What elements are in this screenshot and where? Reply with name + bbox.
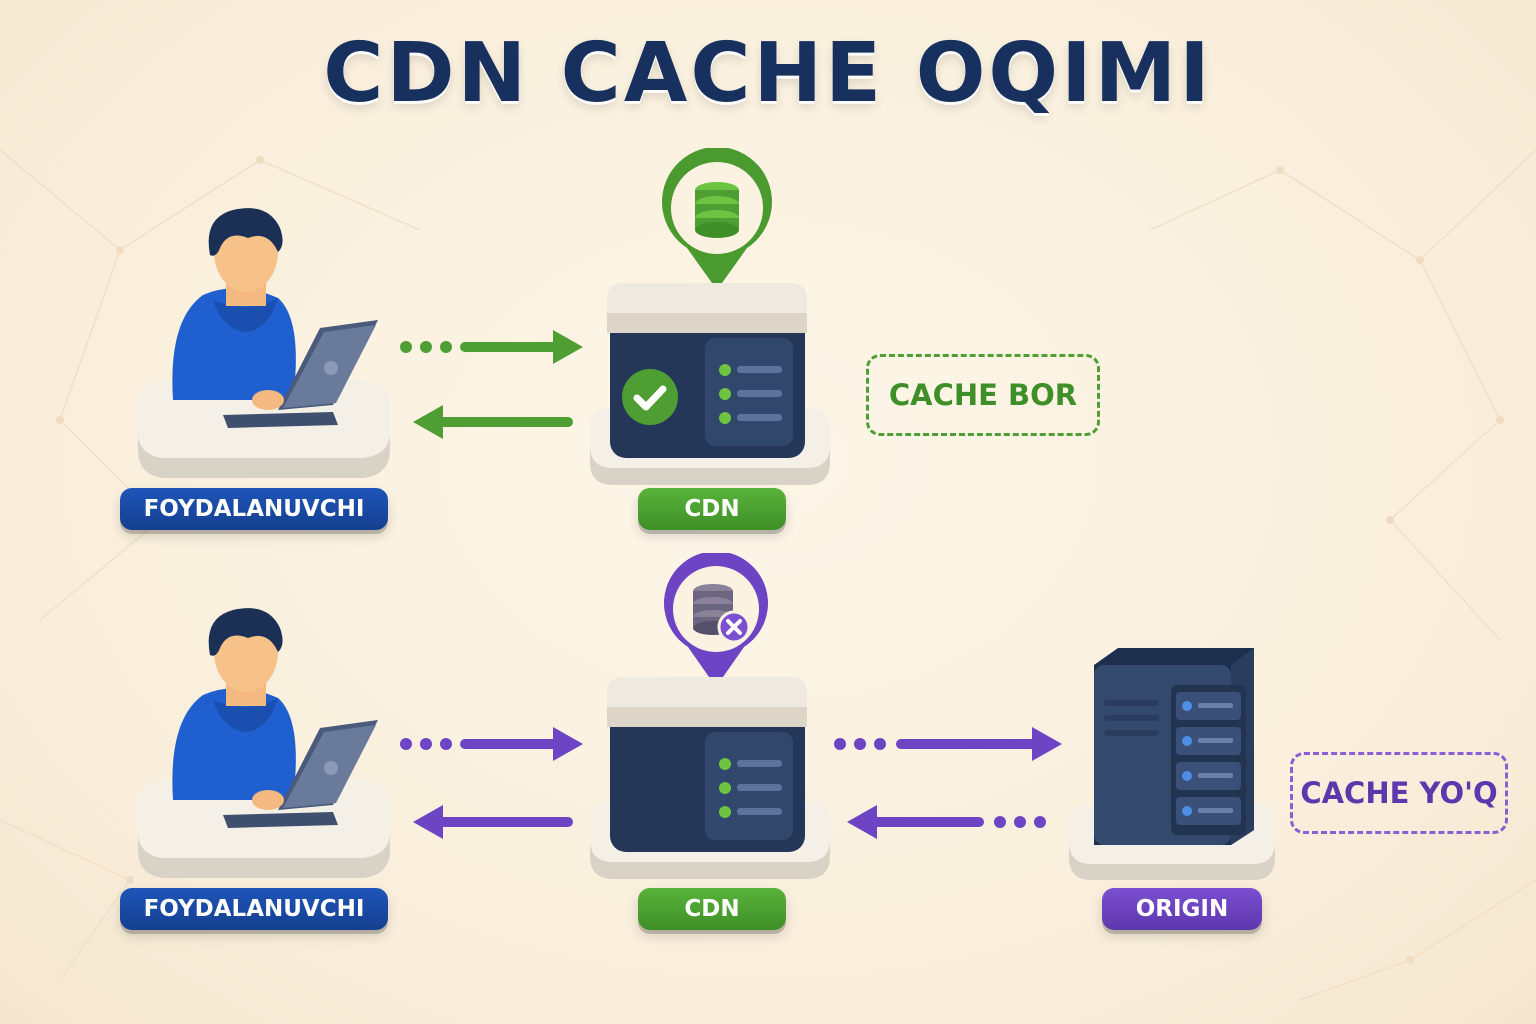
user-laptop-icon <box>138 608 390 878</box>
database-x-icon <box>664 553 768 687</box>
cdn-label: CDN <box>638 888 786 930</box>
user-laptop-icon <box>138 208 390 478</box>
request-arrow-miss <box>400 727 583 761</box>
origin-server-icon <box>1069 648 1275 880</box>
user-label: FOYDALANUVCHI <box>120 488 388 530</box>
cache-hit-badge: CACHE BOR <box>866 354 1100 436</box>
response-arrow-miss <box>413 805 573 839</box>
user-label: FOYDALANUVCHI <box>120 888 388 930</box>
origin-request-arrow <box>834 727 1062 761</box>
check-icon <box>622 369 678 425</box>
database-pin-icon <box>662 148 772 290</box>
response-arrow-hit <box>413 405 573 439</box>
origin-response-arrow <box>847 805 1046 839</box>
request-arrow-hit <box>400 330 583 364</box>
cdn-server-icon <box>590 677 830 879</box>
cache-miss-badge: CACHE YO'Q <box>1290 752 1508 834</box>
cdn-label: CDN <box>638 488 786 530</box>
page-title: CDN CACHE OQIMI <box>323 26 1213 121</box>
origin-label: ORIGIN <box>1102 888 1262 930</box>
